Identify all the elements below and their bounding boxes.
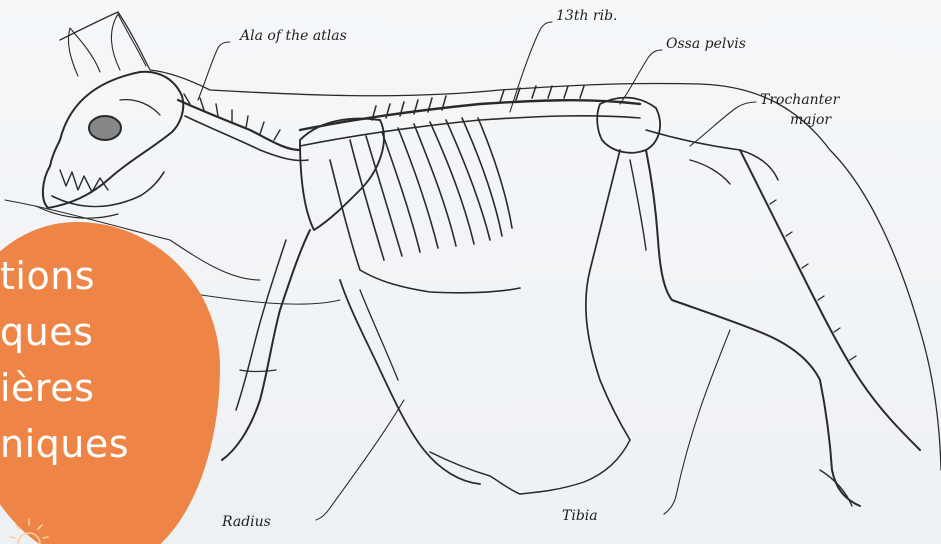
label-trochanter: Trochanter bbox=[760, 92, 839, 108]
badge-line-4: niques bbox=[0, 416, 220, 472]
label-tibia: Tibia bbox=[562, 508, 598, 524]
label-trochanter-major: major bbox=[790, 112, 831, 128]
badge-text: tions ques ières niques bbox=[0, 248, 220, 472]
badge-line-3: ières bbox=[0, 360, 220, 416]
badge-line-1: tions bbox=[0, 248, 220, 304]
badge-line-2: ques bbox=[0, 304, 220, 360]
label-ala-of-the-atlas: Ala of the atlas bbox=[240, 28, 347, 44]
label-13th-rib: 13th rib. bbox=[556, 8, 618, 24]
label-ossa-pelvis: Ossa pelvis bbox=[666, 36, 746, 52]
label-radius: Radius bbox=[222, 514, 271, 530]
sun-icon bbox=[8, 513, 50, 544]
